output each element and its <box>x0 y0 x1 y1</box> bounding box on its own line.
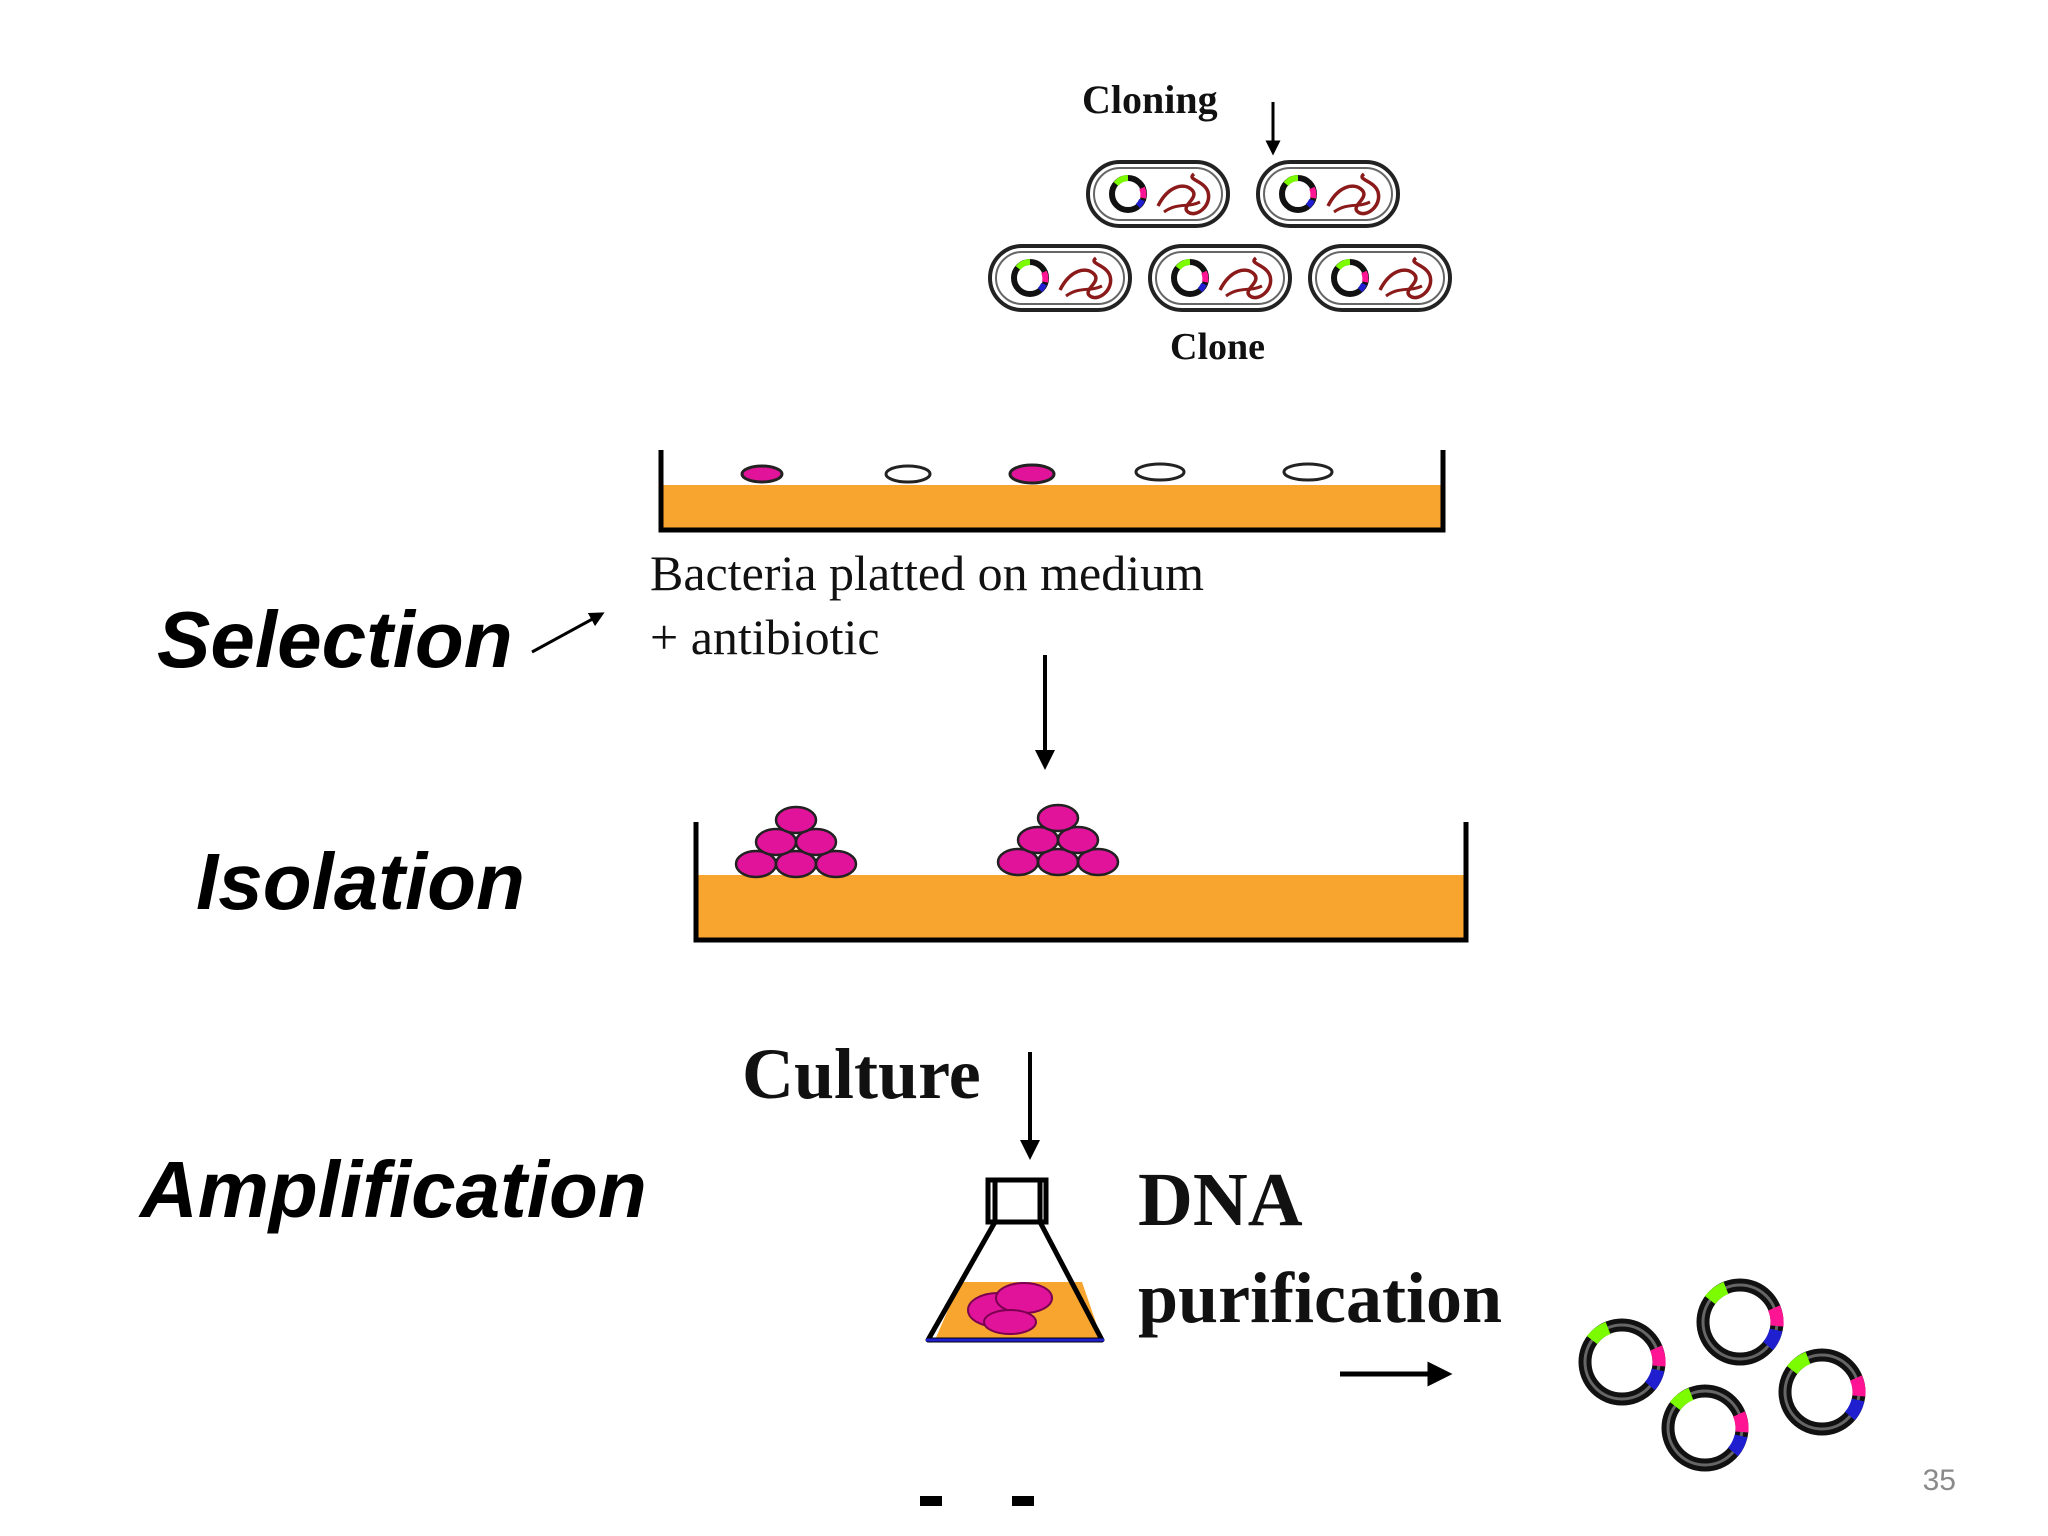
clone-text: Clone <box>1170 326 1265 368</box>
bottom-mark <box>920 1496 942 1506</box>
cloning-text: Cloning <box>1082 77 1218 122</box>
purification-text: purification <box>1138 1258 1503 1338</box>
bacterium <box>1088 162 1228 226</box>
bacterium <box>1150 246 1290 310</box>
plasmid <box>1703 1285 1777 1359</box>
colony <box>734 805 858 879</box>
culture-text: Culture <box>742 1034 981 1114</box>
plasmid <box>1585 1325 1659 1399</box>
plate-caption-line2: + antibiotic <box>650 609 880 665</box>
bottom-mark <box>1012 1496 1034 1506</box>
selection-label: Selection <box>157 595 513 684</box>
selection-arrow <box>531 612 605 654</box>
isolation-label: Isolation <box>196 837 525 926</box>
isolation-plate <box>693 803 1469 943</box>
bacterium <box>1258 162 1398 226</box>
amplification-label: Amplification <box>140 1145 647 1234</box>
colony <box>996 803 1120 877</box>
plasmid <box>1668 1391 1742 1465</box>
selection-plate <box>658 450 1446 533</box>
bacterium <box>1310 246 1450 310</box>
page-number: 35 <box>1922 1464 1956 1497</box>
plasmid <box>1785 1355 1859 1429</box>
plate-caption-line1: Bacteria platted on medium <box>650 545 1204 601</box>
dna-text: DNA <box>1138 1158 1303 1242</box>
flask-icon <box>925 1177 1105 1343</box>
bacterium <box>990 246 1130 310</box>
